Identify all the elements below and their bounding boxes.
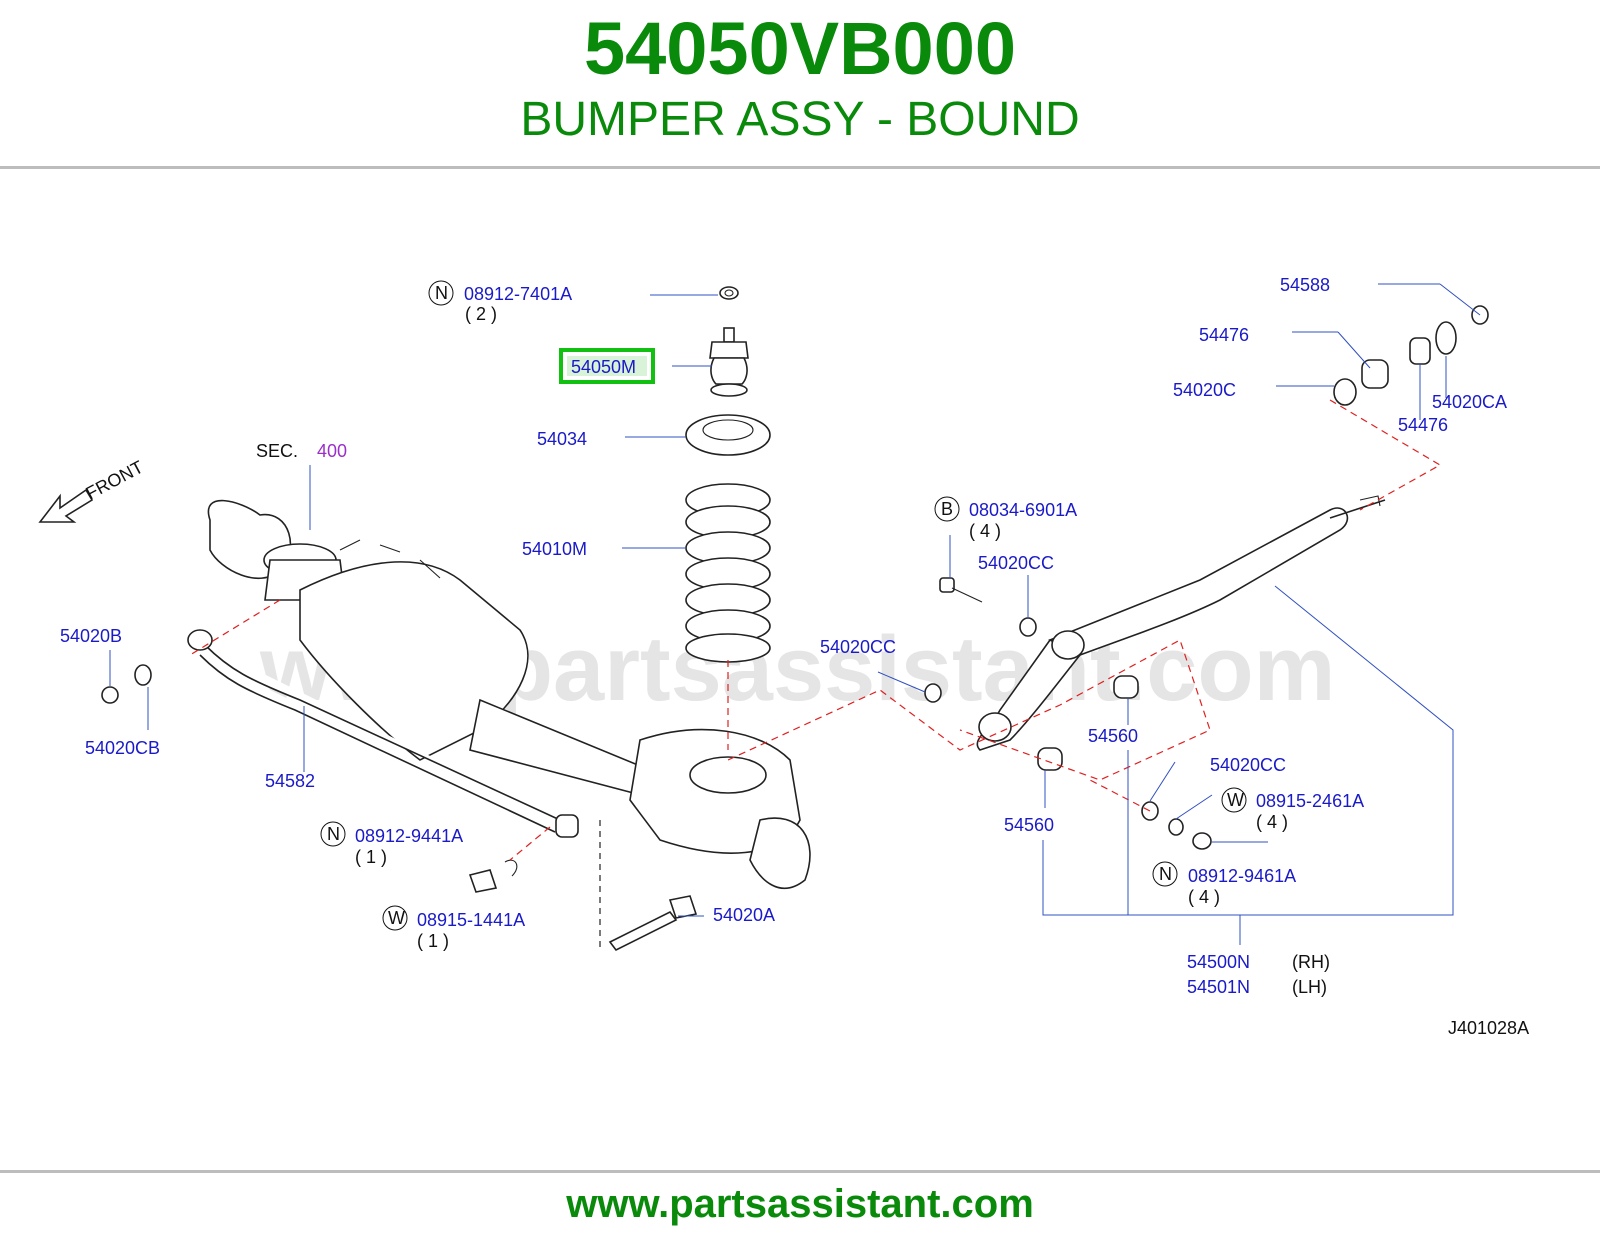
page-header: 54050VB000 BUMPER ASSY - BOUND xyxy=(0,0,1600,168)
svg-text:08912-9441A: 08912-9441A xyxy=(355,826,463,846)
svg-text:08034-6901A: 08034-6901A xyxy=(969,500,1077,520)
callout-54582[interactable]: 54582 xyxy=(265,771,315,791)
svg-text:N: N xyxy=(327,824,340,844)
svg-text:N: N xyxy=(435,283,448,303)
front-arrow-icon xyxy=(38,488,94,523)
svg-text:W: W xyxy=(388,908,405,928)
callout-54020a[interactable]: 54020A xyxy=(713,905,775,925)
svg-text:( 4 ): ( 4 ) xyxy=(1188,887,1220,907)
callout-54020ca[interactable]: 54020CA xyxy=(1432,392,1507,412)
svg-text:( 4 ): ( 4 ) xyxy=(1256,812,1288,832)
footer-divider xyxy=(0,1170,1600,1173)
callout-54010m[interactable]: 54010M xyxy=(522,539,587,559)
svg-text:54050M: 54050M xyxy=(571,357,636,377)
hardware-top-right xyxy=(1333,305,1489,406)
svg-text:( 4 ): ( 4 ) xyxy=(969,521,1001,541)
callout-54560-upper[interactable]: 54560 xyxy=(1088,726,1138,746)
part-number-title: 54050VB000 xyxy=(583,7,1017,90)
spring-seat xyxy=(685,414,771,456)
callout-54020b[interactable]: 54020B xyxy=(60,626,122,646)
parts-diagram: www.partsassistant.com FRONT SEC. 400 xyxy=(38,275,1529,1038)
callout-08915-1441a[interactable]: W 08915-1441A ( 1 ) xyxy=(382,905,525,951)
bushing-54560-lower xyxy=(1037,747,1063,771)
bolt-08034 xyxy=(939,577,983,603)
diagram-ref-code: J401028A xyxy=(1448,1018,1529,1038)
callout-54560-lower[interactable]: 54560 xyxy=(1004,815,1054,835)
callout-54476-bottom[interactable]: 54476 xyxy=(1398,415,1448,435)
callout-08034-6901a[interactable]: B 08034-6901A ( 4 ) xyxy=(934,496,1077,541)
callout-54034[interactable]: 54034 xyxy=(537,429,587,449)
washer-54020cc-a xyxy=(1019,617,1037,637)
svg-text:08915-1441A: 08915-1441A xyxy=(417,910,525,930)
sec-number-link[interactable]: 400 xyxy=(317,441,347,461)
svg-text:N: N xyxy=(1159,864,1172,884)
svg-text:54501N: 54501N xyxy=(1187,977,1250,997)
callout-54476-top[interactable]: 54476 xyxy=(1199,325,1249,345)
callout-54020cc-lower[interactable]: 54020CC xyxy=(1210,755,1286,775)
svg-text:( 1 ): ( 1 ) xyxy=(417,931,449,951)
callout-54020cb[interactable]: 54020CB xyxy=(85,738,160,758)
control-arm xyxy=(976,495,1386,751)
callout-54020cc-middle[interactable]: 54020CC xyxy=(820,637,896,657)
svg-text:W: W xyxy=(1227,790,1244,810)
callout-08912-9461a[interactable]: N 08912-9461A ( 4 ) xyxy=(1152,861,1296,907)
hardware-left xyxy=(101,664,698,952)
callout-54050m-highlighted[interactable]: 54050M xyxy=(559,348,655,384)
svg-text:54500N: 54500N xyxy=(1187,952,1250,972)
callout-08915-2461a[interactable]: W 08915-2461A ( 4 ) xyxy=(1221,787,1364,832)
svg-text:08912-7401A: 08912-7401A xyxy=(464,284,572,304)
sec-label: SEC. xyxy=(256,441,298,461)
part-name-subtitle: BUMPER ASSY - BOUND xyxy=(520,93,1080,146)
header-divider xyxy=(0,166,1600,169)
svg-text:(LH): (LH) xyxy=(1292,977,1327,997)
svg-text:B: B xyxy=(941,499,953,519)
svg-text:08915-2461A: 08915-2461A xyxy=(1256,791,1364,811)
washer-54020cc-b xyxy=(924,683,942,703)
footer-url-link[interactable]: www.partsassistant.com xyxy=(566,1182,1034,1226)
callout-54020c[interactable]: 54020C xyxy=(1173,380,1236,400)
callout-54501n-lh[interactable]: 54501N (LH) xyxy=(1187,977,1327,997)
nut-top xyxy=(719,286,739,300)
bump-stopper-bumper xyxy=(709,327,749,397)
callout-54588[interactable]: 54588 xyxy=(1280,275,1330,295)
callout-08912-9441a[interactable]: N 08912-9441A ( 1 ) xyxy=(320,821,463,867)
callout-08912-7401a[interactable]: N 08912-7401A ( 2 ) xyxy=(428,280,572,324)
callout-54500n-rh[interactable]: 54500N (RH) xyxy=(1187,952,1330,972)
front-label: FRONT xyxy=(82,457,146,504)
bushing-54560-upper xyxy=(1113,675,1139,699)
axle-housing xyxy=(207,499,811,890)
callout-54020cc-upper[interactable]: 54020CC xyxy=(978,553,1054,573)
svg-text:(RH): (RH) xyxy=(1292,952,1330,972)
svg-text:08912-9461A: 08912-9461A xyxy=(1188,866,1296,886)
svg-text:( 2 ): ( 2 ) xyxy=(465,304,497,324)
coil-spring xyxy=(685,483,771,663)
washers-nut-right xyxy=(1141,801,1212,850)
svg-text:( 1 ): ( 1 ) xyxy=(355,847,387,867)
